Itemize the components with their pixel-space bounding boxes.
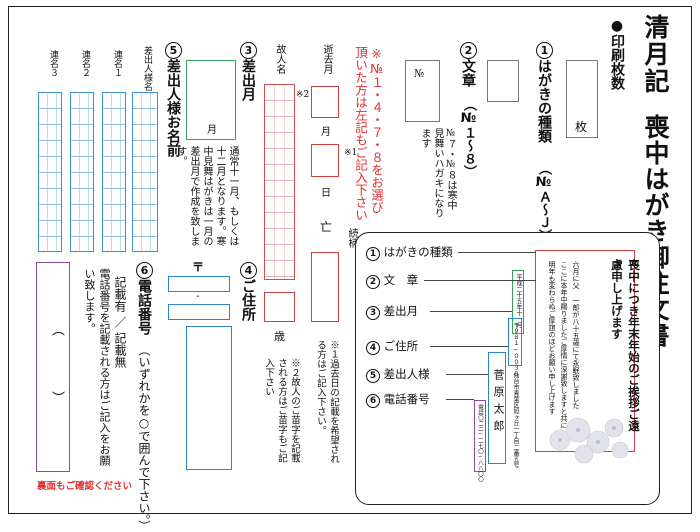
- sample-phone-box: 電話〇二二−二七〇−八八〇〇: [474, 400, 486, 482]
- phone-paren-close: ）: [49, 391, 64, 404]
- num-badge-3: 3: [240, 42, 257, 59]
- connector-line-6: [446, 399, 474, 400]
- note-2-text: ※２故人のご苗字を記載される方はご苗字もご記入下さい: [263, 358, 300, 463]
- note-mark-2: ※2: [296, 90, 310, 100]
- postal-mark: 〒: [192, 260, 205, 274]
- text-note: №７・№８は寒中見舞いハガキになります: [419, 128, 456, 218]
- phone-option-no[interactable]: 記載無: [113, 332, 127, 368]
- joint-name-3-field[interactable]: [38, 92, 62, 252]
- num-badge-6: 6: [136, 262, 153, 279]
- num-badge-5: 5: [165, 42, 182, 59]
- card-type-field[interactable]: [487, 60, 519, 102]
- death-day-unit: 日: [321, 188, 331, 199]
- phone-field[interactable]: （ ）: [36, 262, 70, 472]
- death-day-field[interactable]: [311, 144, 339, 177]
- sample-phone: 電話〇二二−二七〇−八八〇〇: [477, 404, 483, 482]
- sender-col-3: 連名２: [80, 50, 90, 77]
- num-badge-2: 2: [460, 42, 477, 59]
- connector-line-4: [430, 346, 508, 347]
- text-heading: 2文章: [460, 42, 477, 87]
- sample-body-1: 六月に父 一郎が八十五歳にて永眠致しました: [572, 261, 580, 409]
- address-heading: 4ご住所: [240, 262, 257, 321]
- deceased-name-field[interactable]: [264, 84, 295, 280]
- legend-item-6: 6 電話番号: [366, 391, 430, 408]
- deceased-name-header: 故人名: [274, 44, 285, 74]
- sender-col-main: 差出人様名: [142, 46, 152, 91]
- age-unit: 歳: [274, 330, 285, 343]
- death-month-header: 逝去月: [321, 44, 332, 74]
- brand-logo: 清月記: [640, 14, 670, 95]
- flower-decoration-icon: [549, 417, 629, 464]
- connector-line-2: [424, 280, 536, 281]
- legend-item-1: 1 はがきの種類: [366, 244, 453, 261]
- note-1-text: ※１過去日の記載を希望される方はご記入下さい。: [315, 340, 339, 464]
- text-range: （№１～８）: [461, 98, 476, 178]
- postal-code-field-1[interactable]: [168, 276, 230, 292]
- num-badge-1: 1: [536, 42, 553, 59]
- relation-field[interactable]: [311, 252, 339, 322]
- death-month-field[interactable]: [311, 86, 339, 118]
- sample-name: 菅原太郎: [492, 369, 505, 437]
- page-frame: [8, 6, 692, 514]
- phone-option-yes[interactable]: 記載有: [113, 276, 127, 312]
- print-count-unit: 枚: [575, 120, 588, 134]
- legend-item-5: 5 差出人様: [366, 366, 430, 383]
- phone-heading: 6電話番号: [136, 262, 153, 335]
- connector-line-1: [458, 252, 536, 253]
- sender-col-2: 連名１: [112, 50, 122, 77]
- phone-paren-open: （: [49, 323, 64, 336]
- sender-name-field[interactable]: [132, 92, 158, 252]
- text-number-field[interactable]: №: [405, 60, 440, 122]
- phone-note: 電話番号を記載される方はご記入をお願い致します。: [83, 268, 111, 466]
- phone-option-slash: ／: [113, 316, 127, 328]
- joint-name-1-field[interactable]: [102, 92, 126, 252]
- sample-body-3: 明年も変わらぬご厚誼のほどお願い申し上げます: [548, 261, 556, 415]
- postal-dash: -: [196, 291, 200, 302]
- print-count-field[interactable]: [566, 60, 598, 138]
- legend-item-2: 2 文 章: [366, 272, 418, 289]
- sample-name-box: 菅原太郎: [488, 352, 506, 464]
- postal-code-field-2[interactable]: [168, 304, 230, 320]
- connector-line-5: [446, 374, 488, 375]
- phone-option-row: 記載有 ／ 記載無: [112, 276, 129, 368]
- sample-heading: 喪中につき年末年始のご挨拶ご遠慮申し上げます: [610, 259, 641, 432]
- brand-text: 清月記: [641, 14, 670, 95]
- sample-date-box: 平成二十五年十一月: [512, 270, 524, 334]
- text-number-prefix: №: [414, 67, 425, 80]
- phone-instruction: （いずれかを○で囲んで下さい。）: [137, 344, 151, 532]
- sample-message-box: 喪中につき年末年始のご挨拶ご遠慮申し上げます 六月に父 一郎が八十五歳にて永眠致…: [535, 250, 641, 452]
- death-month-unit: 月: [321, 127, 331, 138]
- joint-name-2-field[interactable]: [70, 92, 94, 252]
- sample-address: 仙台市青葉区旭ヶ丘一丁目二番五号: [512, 372, 519, 468]
- month-unit: 月: [207, 125, 217, 136]
- num-badge-4: 4: [240, 262, 257, 279]
- address-field[interactable]: [186, 326, 232, 470]
- connector-line-3: [430, 311, 512, 312]
- sample-postal-box: 〒９８１−００３５: [508, 318, 522, 377]
- sample-date: 平成二十五年十一月: [515, 274, 522, 328]
- print-count-label: 印刷枚数: [609, 34, 625, 90]
- legend-item-4: 4 ご住所: [366, 338, 418, 355]
- legend-item-3: 3 差出月: [366, 303, 418, 320]
- sample-postal: 〒９８１−００３５: [512, 322, 519, 377]
- card-type-range: （№Ａ～Ｊ）: [536, 162, 551, 242]
- footer-note: 裏面もご確認ください: [37, 481, 133, 492]
- card-type-heading: 1はがきの種類: [536, 42, 553, 143]
- sample-body-2: ここに本年中賜りましたご厚情に深謝致しますと共に: [560, 261, 568, 429]
- age-field[interactable]: [264, 292, 295, 322]
- relation-header: 続柄: [346, 228, 357, 248]
- print-count-section: ●印刷枚数: [607, 18, 627, 90]
- month-field[interactable]: 月: [186, 60, 236, 140]
- month-heading: 3差出月: [240, 42, 257, 101]
- bullet-icon: ●: [609, 18, 625, 34]
- sender-col-4: 連名３: [48, 50, 58, 77]
- month-note: 通常十一月、もしくは十二月となります。寒中見舞はがきは一月の差出月で作成を致しま…: [175, 146, 238, 246]
- order-form-page: 清月記 喪中はがき御注文書 ●印刷枚数 枚 1はがきの種類 （№Ａ～Ｊ） 2文章…: [8, 6, 692, 532]
- sender-heading: 5差出人様お名前: [165, 42, 182, 157]
- text-red-note: ※№１・４・７・８をお選び頂いた方は左記もご記入下さい: [353, 46, 384, 221]
- death-mark: 亡: [320, 220, 333, 234]
- note-mark-1: ※1: [344, 148, 358, 158]
